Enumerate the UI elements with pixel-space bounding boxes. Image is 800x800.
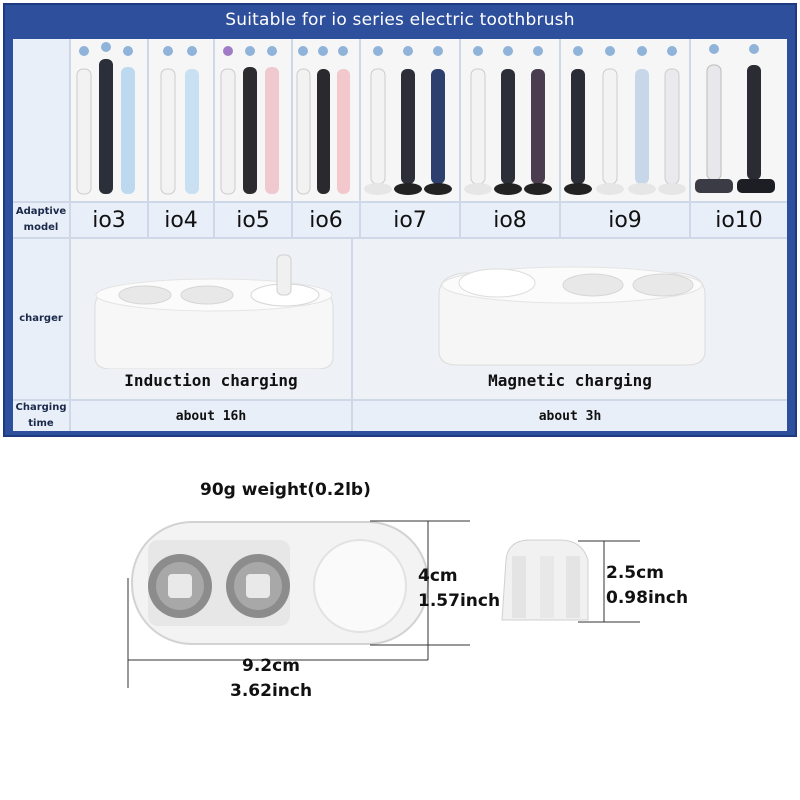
model-io8: io8	[461, 203, 559, 237]
photo-io7	[361, 39, 459, 201]
toothbrush-image-io5	[220, 46, 279, 195]
model-io10: io10	[691, 203, 787, 237]
empty-header-cell	[13, 39, 69, 201]
model-io7: io7	[361, 203, 459, 237]
photo-io8	[461, 39, 559, 201]
model-io9: io9	[561, 203, 689, 237]
photo-io6	[293, 39, 359, 201]
induction-charger-image	[94, 254, 334, 369]
model-io6: io6	[293, 203, 359, 237]
charger-label: charger	[13, 239, 69, 399]
cap-height-inch: 0.98inch	[606, 588, 689, 608]
induction-charging-caption: Induction charging	[124, 371, 298, 390]
magnetic-charging-time: about 3h	[353, 401, 787, 431]
photo-io5	[215, 39, 291, 201]
base-height-cm: 4cm	[418, 566, 458, 586]
base-length-cm: 9.2cm	[242, 656, 300, 676]
model-io3: io3	[71, 203, 147, 237]
toothbrush-image-io9	[564, 46, 686, 195]
toothbrush-image-io10	[695, 44, 775, 193]
magnetic-charger-image	[438, 266, 706, 366]
toothbrush-image-io8	[464, 46, 552, 195]
model-io4: io4	[149, 203, 213, 237]
adaptive-model-label: Adaptive model	[13, 203, 69, 237]
weight-label: 90g weight(0.2lb)	[200, 480, 371, 500]
magnetic-charging-caption: Magnetic charging	[488, 371, 652, 390]
photo-io4	[149, 39, 213, 201]
magnetic-charger-cell: Magnetic charging	[353, 239, 787, 399]
photo-io10	[691, 39, 787, 201]
model-io5: io5	[215, 203, 291, 237]
compatibility-table: Suitable for io series electric toothbru…	[3, 3, 797, 437]
base-length-inch: 3.62inch	[230, 681, 313, 701]
toothbrush-image-io6	[296, 46, 350, 195]
photo-io3	[71, 39, 147, 201]
toothbrush-image-io7	[364, 46, 452, 195]
toothbrush-image-io3	[76, 42, 135, 195]
brush-head-cap	[501, 539, 589, 621]
photo-io9	[561, 39, 689, 201]
table-grid: Adaptive model io3 io4 io5 io6 io7 io8 i…	[13, 39, 787, 431]
toothbrush-image-io4	[160, 46, 199, 195]
charger-base-top-view	[131, 521, 429, 645]
induction-charger-cell: Induction charging	[71, 239, 351, 399]
base-height-inch: 1.57inch	[418, 591, 501, 611]
cap-height-cm: 2.5cm	[606, 563, 664, 583]
induction-charging-time: about 16h	[71, 401, 351, 431]
charging-time-label: Charging time	[13, 401, 69, 431]
table-title: Suitable for io series electric toothbru…	[225, 10, 575, 30]
